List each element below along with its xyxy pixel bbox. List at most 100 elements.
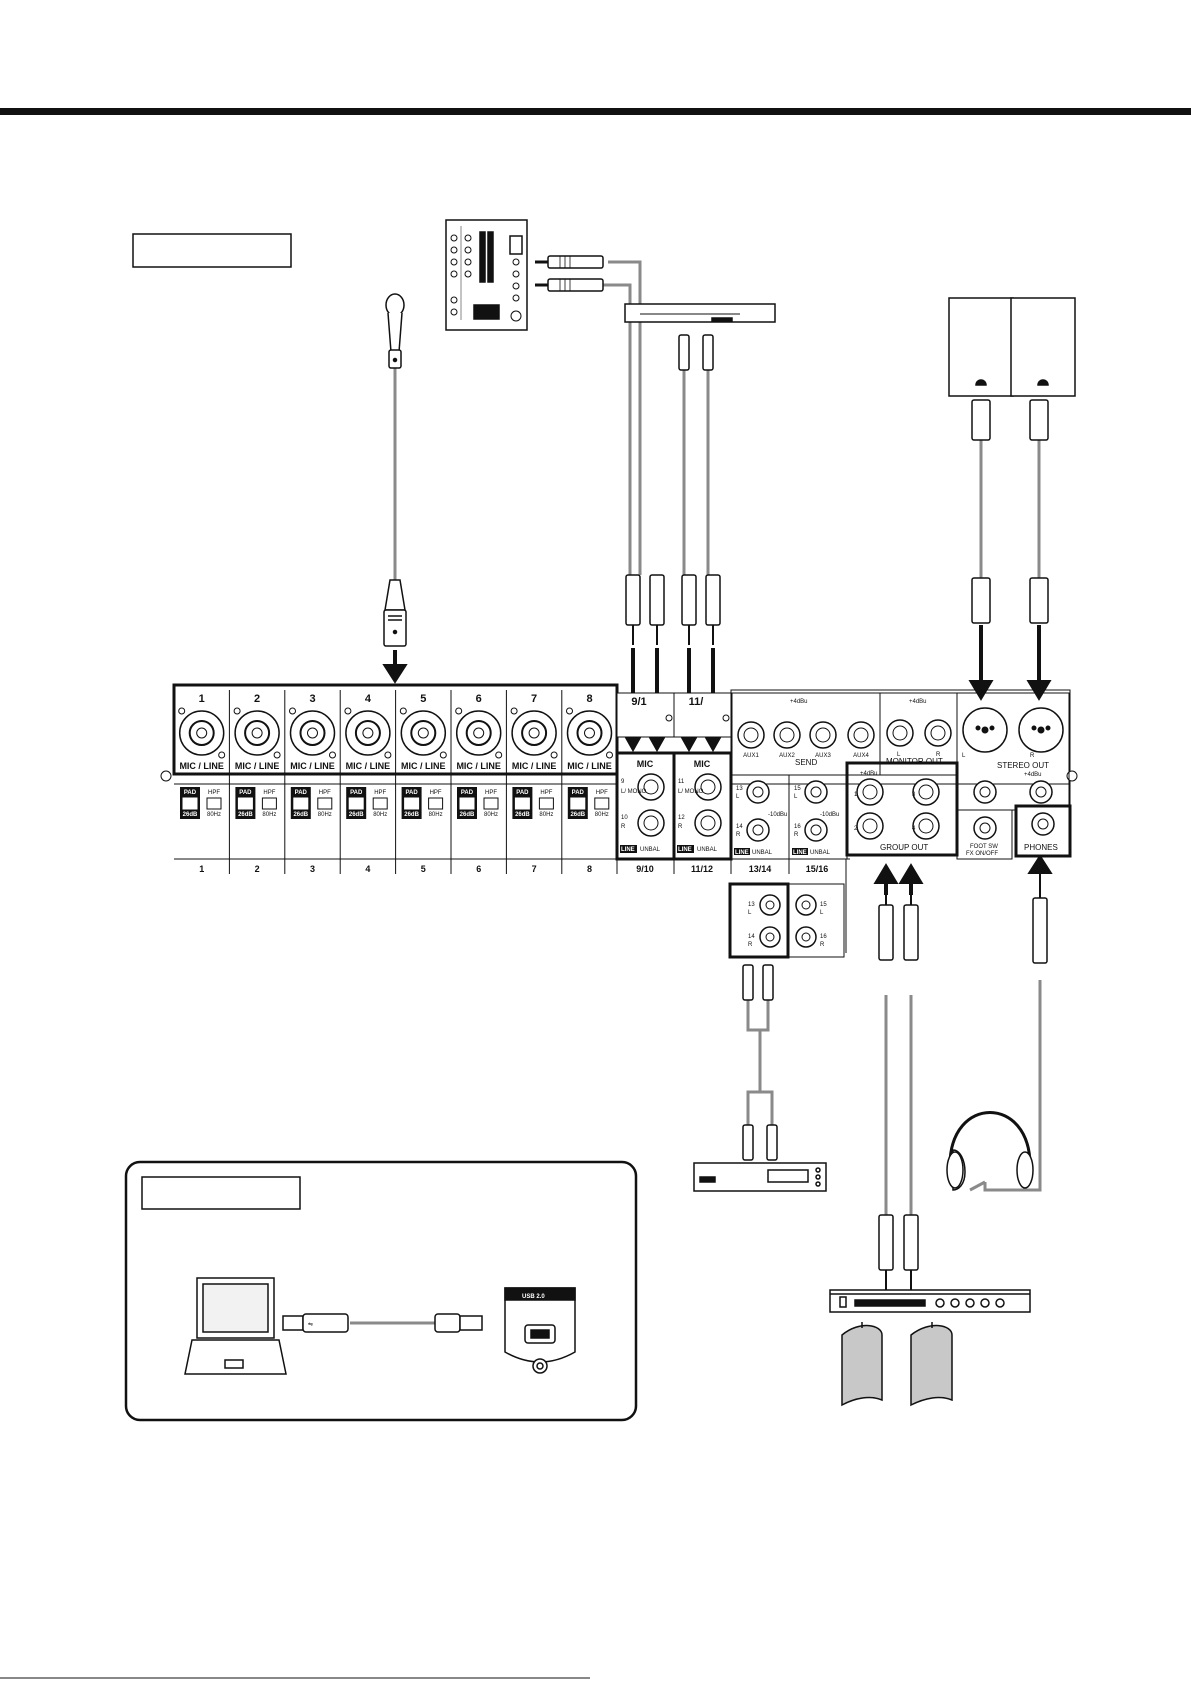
send-level: +4dBu [790, 699, 808, 705]
mic-line-label: MIC / LINE [567, 761, 612, 771]
monitor-r: R [936, 752, 941, 758]
group-out-2: 2 [854, 826, 858, 832]
hpf-switch[interactable] [483, 797, 499, 810]
mic-line-label: MIC / LINE [179, 761, 224, 771]
trs-plugs-row [625, 574, 721, 645]
ch13-sub: L [736, 794, 740, 800]
ch14-label: 14 [736, 824, 743, 830]
hpf-value: 80Hz [539, 812, 553, 818]
mic-title: MIC [637, 759, 654, 769]
pad-value: 26dB [238, 812, 253, 818]
ch1516-level: -10dBu [820, 812, 839, 818]
stereo-out-l: L [962, 753, 966, 759]
ch13-label: 13 [736, 786, 743, 792]
unbal-label: UNBAL [640, 847, 661, 853]
bottom-num: 12 [678, 815, 685, 821]
hpf-label: HPF [596, 790, 608, 796]
hpf-switch[interactable] [261, 797, 277, 810]
pad-value: 26dB [349, 812, 364, 818]
channel-strip-number: 4 [365, 864, 370, 874]
channel-strip-number: 8 [587, 864, 592, 874]
monitor-level: +4dBu [909, 699, 927, 705]
hpf-label: HPF [540, 790, 552, 796]
hpf-value: 80Hz [318, 812, 332, 818]
foot-sw-line1: FOOT SW [970, 844, 998, 850]
partial-channel-label: 11/ [689, 696, 704, 708]
pad-label: PAD [461, 790, 474, 796]
hpf-value: 80Hz [429, 812, 443, 818]
hpf-switch[interactable] [372, 797, 388, 810]
top-sub: L/ MONO [621, 789, 647, 795]
aux-send-section [731, 692, 881, 776]
monitor-l: L [897, 752, 901, 758]
stereo-input-box [615, 751, 676, 861]
passive-speakers-icon [841, 1322, 953, 1407]
hpf-value: 80Hz [595, 812, 609, 818]
hpf-value: 80Hz [484, 812, 498, 818]
send-title: SEND [795, 758, 817, 767]
top-num: 11 [678, 779, 685, 785]
hpf-label: HPF [319, 790, 331, 796]
pad-label: PAD [350, 790, 363, 796]
pad-value: 26dB [404, 812, 419, 818]
pad-label: PAD [295, 790, 308, 796]
cd-player-bottom-icon [693, 1162, 827, 1192]
pad-label: PAD [405, 790, 418, 796]
speaker-xlr-plugs [971, 399, 1049, 624]
aux-send-label: AUX1 [743, 753, 759, 759]
stereo-out-level: +4dBu [1024, 772, 1042, 778]
hpf-switch[interactable] [538, 797, 554, 810]
group-out-title: GROUP OUT [880, 843, 928, 852]
channel-number: 3 [309, 693, 315, 705]
stereo-out-title: STEREO OUT [997, 761, 1049, 770]
headphones-icon [946, 1111, 1034, 1191]
dj-mixer-plugs [535, 255, 604, 292]
xlr-plug-icon [383, 579, 407, 647]
hpf-label: HPF [485, 790, 497, 796]
top-num: 9 [621, 779, 625, 785]
phones-label: PHONES [1024, 843, 1058, 852]
stereo-out-r: R [1030, 753, 1035, 759]
channel-number: 5 [420, 693, 426, 705]
hpf-switch[interactable] [428, 797, 444, 810]
foot-switch-section [956, 809, 1013, 860]
hpf-label: HPF [374, 790, 386, 796]
group-out-4: 4 [912, 826, 916, 832]
bottom-sub: R [678, 824, 683, 830]
ch16-sub: R [794, 832, 799, 838]
ch1516-line: LINE [793, 850, 807, 856]
section-label-box [132, 233, 292, 268]
ch1516-unbal: UNBAL [810, 850, 831, 856]
phones-plug [1032, 872, 1048, 964]
mic-title: MIC [694, 759, 711, 769]
hpf-value: 80Hz [207, 812, 221, 818]
microphone-icon [385, 293, 405, 369]
hpf-switch[interactable] [206, 797, 222, 810]
foot-sw-line2: FX ON/OFF [966, 851, 998, 857]
channel-number: 1 [199, 693, 205, 705]
channel-strip-number: 9/10 [636, 864, 654, 874]
channel-number: 8 [586, 693, 592, 705]
top-sub: L/ MONO [678, 789, 704, 795]
hpf-switch[interactable] [317, 797, 333, 810]
mic-line-label: MIC / LINE [512, 761, 557, 771]
unbal-label: UNBAL [697, 847, 718, 853]
rca-15-sub: L [820, 910, 824, 916]
partial-channel-label: 9/1 [631, 696, 646, 708]
channel-strip-number: 2 [255, 864, 260, 874]
pad-label: PAD [516, 790, 529, 796]
ch1314-unbal: UNBAL [752, 850, 773, 856]
power-amplifier-icon [829, 1289, 1031, 1313]
ch14-sub: R [736, 832, 741, 838]
hpf-switch[interactable] [594, 797, 610, 810]
rca-16-sub: R [820, 942, 825, 948]
ch1516-line-badge [792, 848, 808, 855]
